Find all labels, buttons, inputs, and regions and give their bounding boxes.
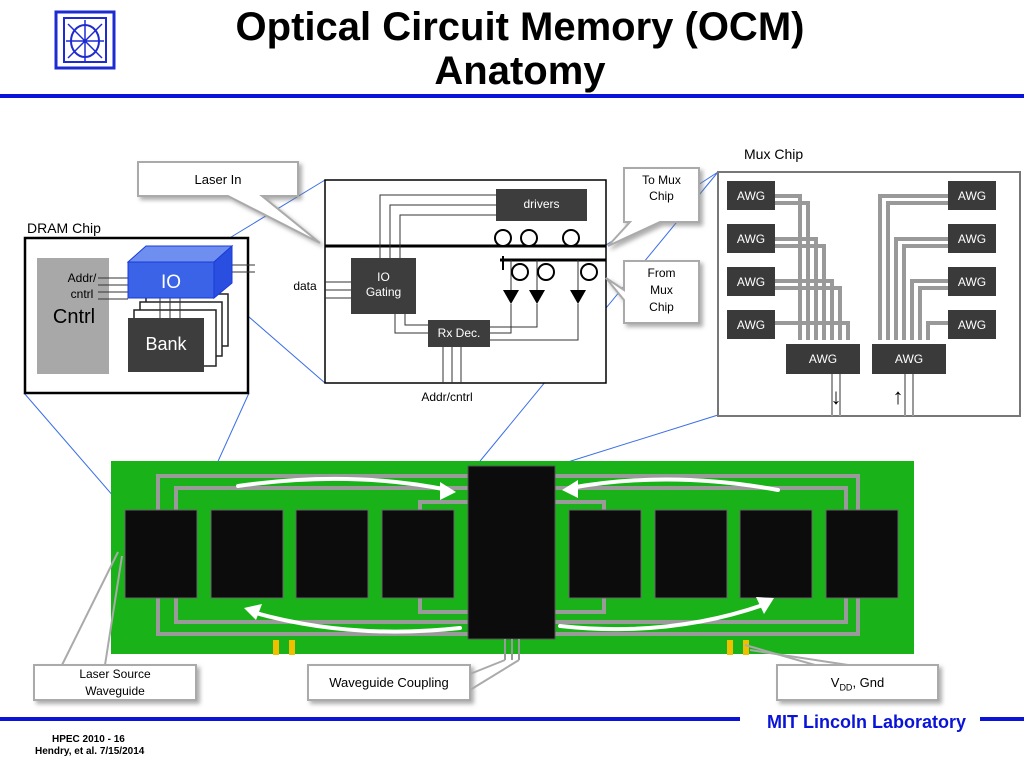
footer-slide-id: HPEC 2010 - 16 — [52, 734, 125, 745]
awg-label: AWG — [736, 189, 766, 203]
dram-chip-label: DRAM Chip — [27, 220, 101, 236]
from-mux-chip-callout: From Mux Chip — [647, 266, 676, 314]
laser-source-waveguide-callout: Laser Source Waveguide — [79, 667, 151, 698]
mit-ll-logo — [54, 10, 116, 70]
header-rule — [0, 94, 1024, 98]
awg-label: AWG — [894, 352, 924, 366]
vdd-gnd-callout: VDD, Gnd — [777, 675, 938, 693]
footer-rule-right — [980, 717, 1024, 721]
footer-author-date: Hendry, et al. 7/15/2014 — [35, 746, 145, 757]
io-gating-label: IO Gating — [365, 270, 402, 299]
awg-label: AWG — [957, 275, 987, 289]
waveguide-coupling-callout: Waveguide Coupling — [329, 675, 449, 690]
vdd-main: V — [830, 675, 840, 690]
laser-in-callout: Laser In — [194, 172, 242, 187]
io-detail — [324, 179, 607, 384]
awg-label: AWG — [957, 232, 987, 246]
drivers-label: drivers — [523, 197, 560, 211]
footer-rule-left — [0, 717, 740, 721]
addr-cntrl-io-label: Addr/cntrl — [421, 390, 473, 404]
callout-shapes — [33, 161, 939, 701]
cntrl-label: Cntrl — [52, 306, 96, 328]
awg-label: AWG — [957, 189, 987, 203]
arrow-down-icon: ↓ — [830, 384, 842, 409]
bank-label: Bank — [145, 334, 187, 354]
awg-label: AWG — [957, 318, 987, 332]
io-block-label: IO — [160, 272, 182, 293]
vdd-rest: , Gnd — [852, 675, 885, 690]
brand-footer: MIT Lincoln Laboratory — [766, 712, 966, 732]
vdd-subscript: DD — [839, 682, 853, 693]
memory-board — [111, 461, 914, 660]
page-title-line2: Anatomy — [434, 49, 606, 93]
arrow-up-icon: ↑ — [892, 384, 904, 409]
awg-label: AWG — [736, 275, 766, 289]
awg-label: AWG — [736, 318, 766, 332]
callout-pointer-lines — [61, 551, 849, 691]
addr-cntrl-label: Addr/ cntrl — [67, 271, 97, 301]
awg-label: AWG — [736, 232, 766, 246]
dram-chip — [23, 236, 255, 395]
mux-chip — [717, 171, 1021, 417]
awg-label: AWG — [808, 352, 838, 366]
rx-dec-label: Rx Dec. — [437, 326, 481, 340]
mux-chip-label: Mux Chip — [744, 146, 804, 162]
page-title-line1: Optical Circuit Memory (OCM) — [235, 5, 805, 49]
data-label: data — [293, 279, 317, 293]
to-mux-chip-callout: To Mux Chip — [642, 173, 681, 203]
